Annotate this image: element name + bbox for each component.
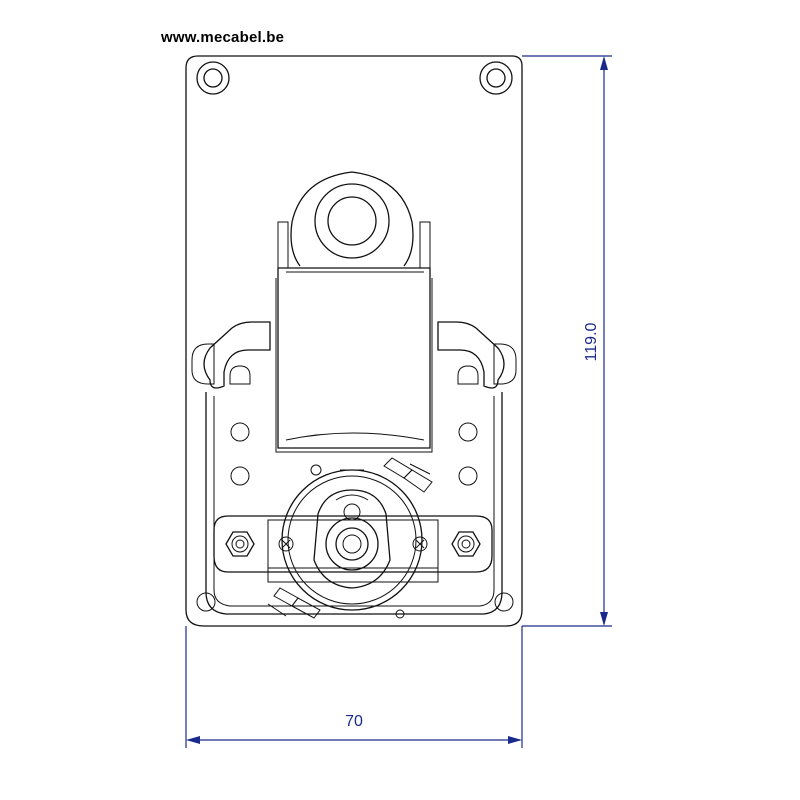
bottom-left-hole <box>196 592 216 612</box>
left-screw-hole <box>278 536 294 552</box>
mounting-flange-bar <box>213 515 493 583</box>
gear-housing-circle <box>281 469 423 611</box>
height-dimension <box>522 55 612 627</box>
lower-pins <box>267 587 321 619</box>
output-gear-hub <box>313 489 391 589</box>
upper-bushing <box>277 171 431 269</box>
gearbox-housing <box>191 321 517 615</box>
website-url: www.mecabel.be <box>161 29 285 46</box>
left-side-holes <box>229 365 251 486</box>
top-left-mounting-hole <box>196 61 230 95</box>
width-label: 70 <box>345 713 363 730</box>
mounting-plate <box>185 55 523 627</box>
right-screw-hole <box>412 536 428 552</box>
right-hex-nut <box>451 531 481 557</box>
left-hex-nut <box>225 531 255 557</box>
bottom-right-hole <box>494 592 514 612</box>
coil-bracket <box>275 267 433 453</box>
top-right-mounting-hole <box>479 61 513 95</box>
upper-pins <box>383 457 433 493</box>
right-side-holes <box>457 365 479 486</box>
small-pin-hole <box>310 464 322 476</box>
small-pin-hole-bottom <box>395 609 405 619</box>
width-dimension <box>185 626 523 748</box>
height-label: 119.0 <box>583 322 600 361</box>
